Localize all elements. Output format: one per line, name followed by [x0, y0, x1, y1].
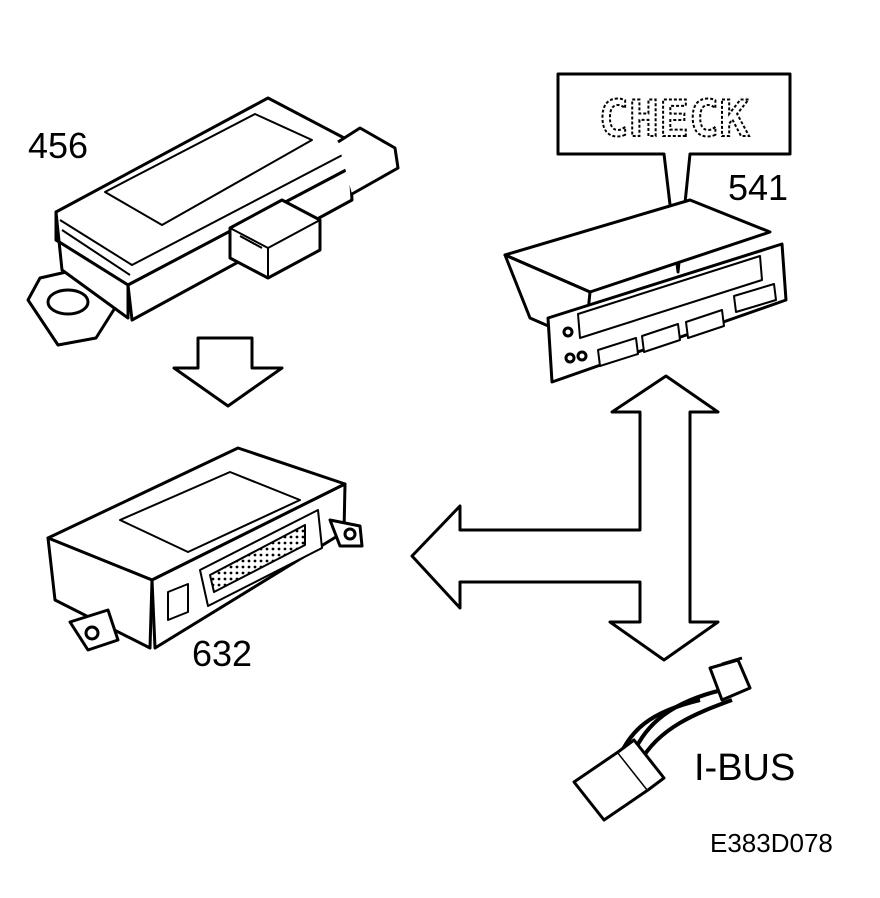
label-632: 632 — [192, 633, 252, 674]
check-callout: CHECK — [556, 72, 792, 274]
label-456: 456 — [28, 125, 88, 166]
label-ibus: I-BUS — [694, 747, 795, 789]
module-456-drawing — [26, 96, 400, 347]
label-541: 541 — [728, 167, 788, 208]
figure-code: E383D078 — [710, 828, 833, 858]
module-632-drawing — [46, 446, 364, 652]
hollow-down-arrow-icon — [172, 336, 284, 408]
module-541-drawing — [503, 198, 788, 384]
check-display-text: CHECK — [599, 90, 750, 148]
ibus-connector-drawing — [572, 656, 752, 822]
hollow-t-arrow-icon — [410, 374, 720, 662]
